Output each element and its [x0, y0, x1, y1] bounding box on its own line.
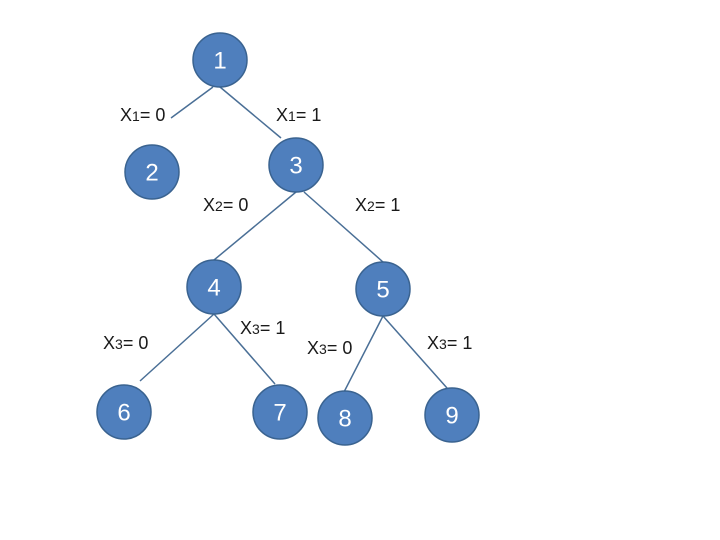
node-6: 6	[96, 384, 152, 440]
edge-label-3-5: X2= 1	[355, 195, 400, 215]
node-7: 7	[252, 384, 308, 440]
node-circle-9	[424, 387, 480, 443]
node-label-8: 8	[338, 406, 351, 433]
node-3: 3	[268, 137, 324, 193]
edge-5-9	[382, 315, 448, 389]
nodes-group: 1 2 3 4 5 6 7 8 9	[96, 32, 480, 446]
edge-label-4-7: X3= 1	[240, 318, 285, 338]
edges-group	[139, 86, 448, 393]
node-label-4: 4	[207, 275, 220, 302]
node-label-3: 3	[289, 153, 302, 180]
node-1: 1	[192, 32, 248, 88]
edge-1-3	[219, 86, 282, 139]
edge-label-4-6: X3= 0	[103, 333, 148, 353]
node-9: 9	[424, 387, 480, 443]
edge-label-1-2: X1= 0	[120, 105, 165, 125]
edge-4-7	[213, 313, 276, 385]
node-circle-1	[192, 32, 248, 88]
node-label-7: 7	[273, 400, 286, 427]
edge-3-4	[213, 191, 297, 261]
node-label-9: 9	[445, 403, 458, 430]
edge-label-5-8: X3= 0	[307, 338, 352, 358]
node-label-6: 6	[117, 400, 130, 427]
node-4: 4	[186, 259, 242, 315]
node-circle-2	[124, 144, 180, 200]
edge-5-8	[343, 315, 384, 393]
node-circle-5	[355, 261, 411, 317]
node-circle-7	[252, 384, 308, 440]
node-label-1: 1	[213, 48, 226, 75]
node-5: 5	[355, 261, 411, 317]
edge-label-5-9: X3= 1	[427, 333, 472, 353]
node-label-2: 2	[145, 160, 158, 187]
edge-label-3-4: X2= 0	[203, 195, 248, 215]
node-circle-8	[317, 390, 373, 446]
edge-label-1-3: X1= 1	[276, 105, 321, 125]
edge-4-6	[139, 313, 215, 382]
node-label-5: 5	[376, 277, 389, 304]
edge-labels-group: X1= 0 X1= 1 X2= 0 X2= 1 X3= 0 X3= 1 X3= 0 X3= 1	[103, 105, 472, 358]
edge-1-2	[170, 86, 214, 119]
node-8: 8	[317, 390, 373, 446]
node-circle-6	[96, 384, 152, 440]
edge-3-5	[303, 191, 384, 263]
node-2: 2	[124, 144, 180, 200]
node-circle-3	[268, 137, 324, 193]
node-circle-4	[186, 259, 242, 315]
